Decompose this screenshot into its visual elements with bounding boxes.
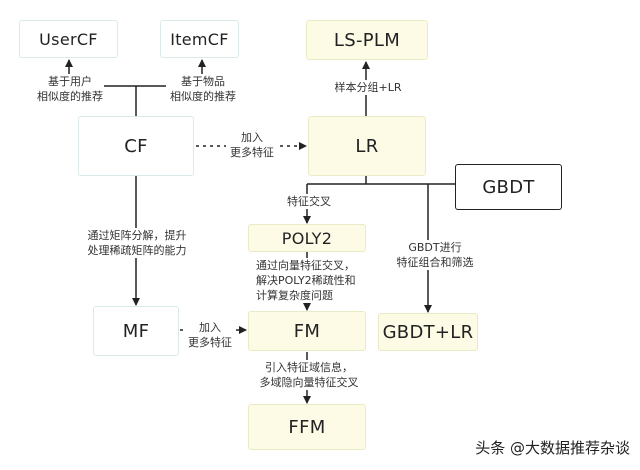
label-poly2-to-fm-line1: 通过向量特征交叉， [256,259,355,272]
label-fm-to-ffm-line2: 多域隐向量特征交叉 [259,376,359,389]
label-cf-to-lr-line2: 更多特征 [230,146,274,159]
node-gbdt-lr: GBDT+LR [378,313,478,351]
label-gbdt-select-line1: GBDT进行 [408,241,462,254]
label-poly2-to-fm-line3: 计算复杂度问题 [256,289,333,302]
node-lr: LR [308,116,426,176]
label-user-similarity-line1: 基于用户 [48,75,92,88]
label-gbdt-select: GBDT进行 特征组合和筛选 [394,240,476,270]
node-gbdt: GBDT [455,164,562,210]
label-gbdt-select-line2: 特征组合和筛选 [396,256,474,269]
label-sample-group-text: 样本分组+LR [334,81,402,94]
node-cf: CF [78,116,194,176]
label-item-similarity-line2: 相似度的推荐 [170,90,236,103]
label-matrix-factorization-line1: 通过矩阵分解，提升 [87,229,187,242]
label-matrix-factorization-line2: 处理稀疏矩阵的能力 [87,244,187,257]
label-mf-to-fm-line1: 加入 [199,321,221,334]
node-usercf: UserCF [19,20,118,58]
node-poly2: POLY2 [248,224,366,252]
label-item-similarity: 基于物品 相似度的推荐 [166,74,240,104]
label-sample-group: 样本分组+LR [328,80,408,95]
label-feature-cross-text: 特征交叉 [287,195,331,208]
node-itemcf: ItemCF [160,20,239,58]
label-mf-to-fm: 加入 更多特征 [184,320,236,350]
node-lsplm: LS-PLM [306,20,428,60]
label-poly2-to-fm: 通过向量特征交叉， 解决POLY2稀疏性和 计算复杂度问题 [255,258,369,303]
label-item-similarity-line1: 基于物品 [181,75,225,88]
label-mf-to-fm-line2: 更多特征 [188,336,232,349]
node-ffm: FFM [248,404,366,450]
label-user-similarity-line2: 相似度的推荐 [37,90,103,103]
node-mf: MF [93,306,179,356]
label-user-similarity: 基于用户 相似度的推荐 [36,74,104,104]
node-fm: FM [248,311,366,351]
label-fm-to-ffm: 引入特征域信息， 多域隐向量特征交叉 [250,360,368,390]
source-watermark: 头条 @大数据推荐杂谈 [473,437,632,458]
label-feature-cross: 特征交叉 [282,194,336,209]
label-matrix-factorization: 通过矩阵分解，提升 处理稀疏矩阵的能力 [80,228,194,258]
label-cf-to-lr-line1: 加入 [241,131,263,144]
label-cf-to-lr: 加入 更多特征 [226,130,278,160]
label-fm-to-ffm-line1: 引入特征域信息， [265,361,353,374]
label-poly2-to-fm-line2: 解决POLY2稀疏性和 [256,274,356,287]
